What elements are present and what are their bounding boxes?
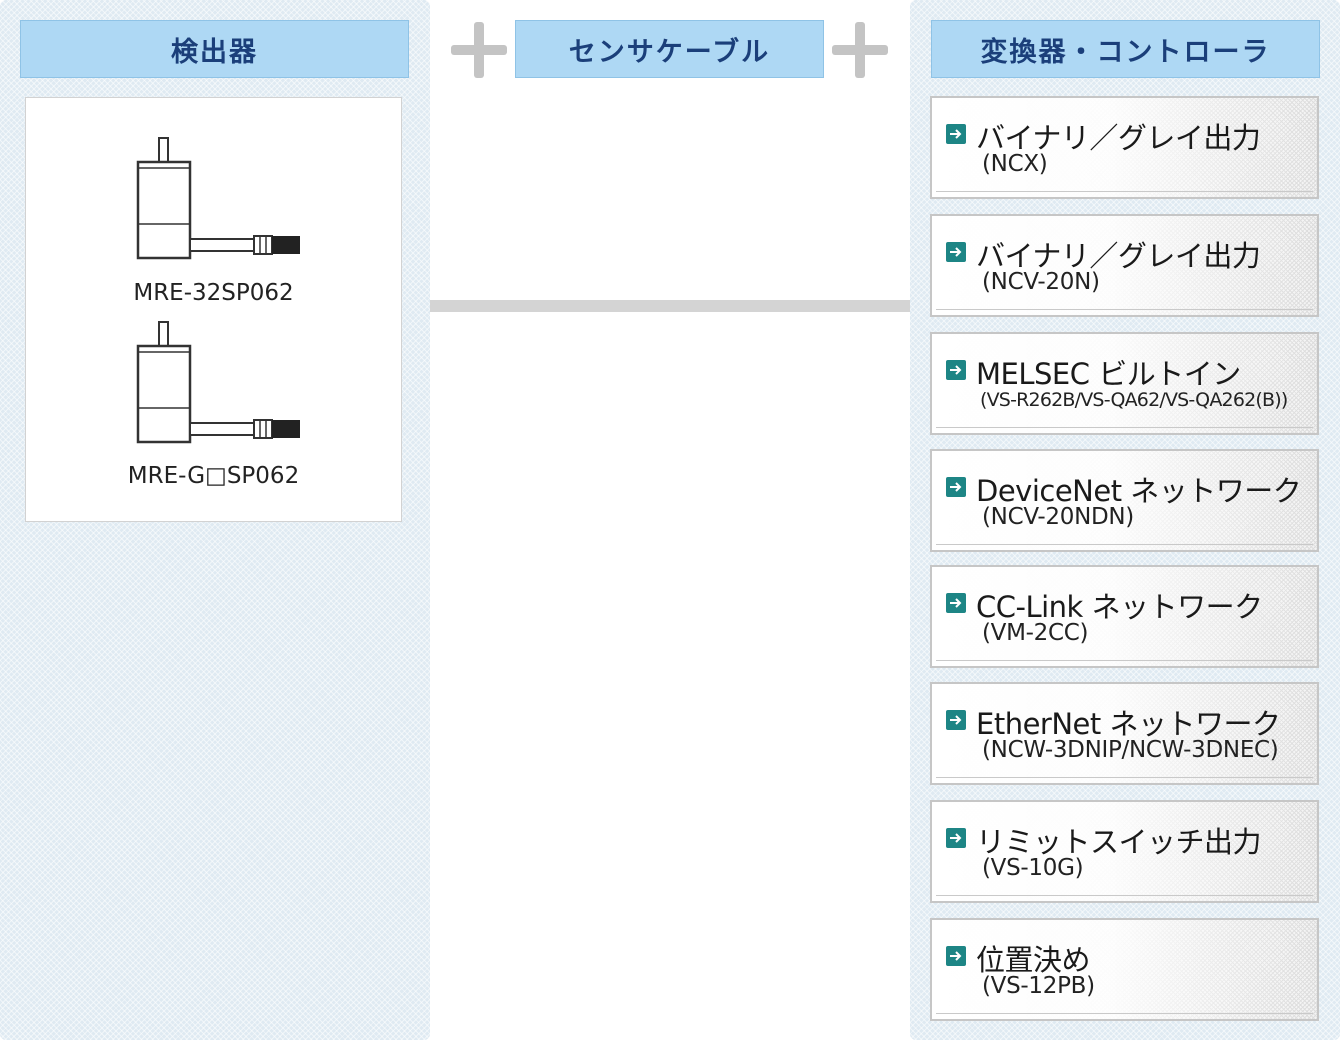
arrow-right-icon bbox=[946, 477, 966, 497]
converter-card-devicenet[interactable]: DeviceNet ネットワーク (NCV-20NDN) bbox=[930, 449, 1319, 552]
sensor-device-icon[interactable] bbox=[134, 136, 304, 261]
converter-model: (VM-2CC) bbox=[982, 620, 1089, 646]
detector-box: MRE-32SP062 MRE-G□SP062 bbox=[25, 97, 402, 522]
converter-model: (NCV-20N) bbox=[982, 269, 1100, 295]
converter-card-limit-switch[interactable]: リミットスイッチ出力 (VS-10G) bbox=[930, 800, 1319, 903]
cable-connector-line bbox=[430, 300, 910, 312]
converter-card-ethernet[interactable]: EtherNet ネットワーク (NCW-3DNIP/NCW-3DNEC) bbox=[930, 682, 1319, 785]
converter-title: CC-Link ネットワーク bbox=[976, 590, 1263, 624]
converter-title: DeviceNet ネットワーク bbox=[976, 474, 1302, 508]
detector-header: 検出器 bbox=[20, 20, 409, 78]
converter-title: 位置決め bbox=[976, 943, 1091, 977]
converter-model: (NCV-20NDN) bbox=[982, 504, 1134, 530]
converter-model: (VS-10G) bbox=[982, 855, 1084, 881]
arrow-right-icon bbox=[946, 593, 966, 613]
sensor-cable-header: センサケーブル bbox=[515, 20, 824, 78]
converter-title: EtherNet ネットワーク bbox=[976, 707, 1281, 741]
converter-controller-header: 変換器・コントローラ bbox=[931, 20, 1320, 78]
plus-icon bbox=[832, 22, 888, 78]
converter-title: バイナリ／グレイ出力 bbox=[976, 239, 1261, 273]
converter-card-binary-gray-ncv20n[interactable]: バイナリ／グレイ出力 (NCV-20N) bbox=[930, 214, 1319, 317]
converter-card-melsec-builtin[interactable]: MELSEC ビルトイン (VS-R262B/VS-QA62/VS-QA262(… bbox=[930, 332, 1319, 435]
sensor-device-icon[interactable] bbox=[134, 320, 304, 445]
converter-card-binary-gray-ncx[interactable]: バイナリ／グレイ出力 (NCX) bbox=[930, 96, 1319, 199]
arrow-right-icon bbox=[946, 946, 966, 966]
converter-title: MELSEC ビルトイン bbox=[976, 357, 1241, 391]
arrow-right-icon bbox=[946, 710, 966, 730]
arrow-right-icon bbox=[946, 242, 966, 262]
plus-icon bbox=[451, 22, 507, 78]
arrow-right-icon bbox=[946, 828, 966, 848]
converter-model: (NCX) bbox=[982, 151, 1048, 177]
converter-title: バイナリ／グレイ出力 bbox=[976, 121, 1261, 155]
converter-title: リミットスイッチ出力 bbox=[976, 825, 1262, 859]
converter-model: (VS-12PB) bbox=[982, 973, 1095, 999]
converter-card-cc-link[interactable]: CC-Link ネットワーク (VM-2CC) bbox=[930, 565, 1319, 668]
converter-card-positioning[interactable]: 位置決め (VS-12PB) bbox=[930, 918, 1319, 1021]
arrow-right-icon bbox=[946, 124, 966, 144]
converter-model: (NCW-3DNIP/NCW-3DNEC) bbox=[982, 737, 1279, 763]
converter-model: (VS-R262B/VS-QA62/VS-QA262(B)) bbox=[980, 389, 1288, 411]
arrow-right-icon bbox=[946, 360, 966, 380]
detector-model-label: MRE-G□SP062 bbox=[127, 463, 300, 489]
detector-model-label: MRE-32SP062 bbox=[133, 280, 294, 306]
